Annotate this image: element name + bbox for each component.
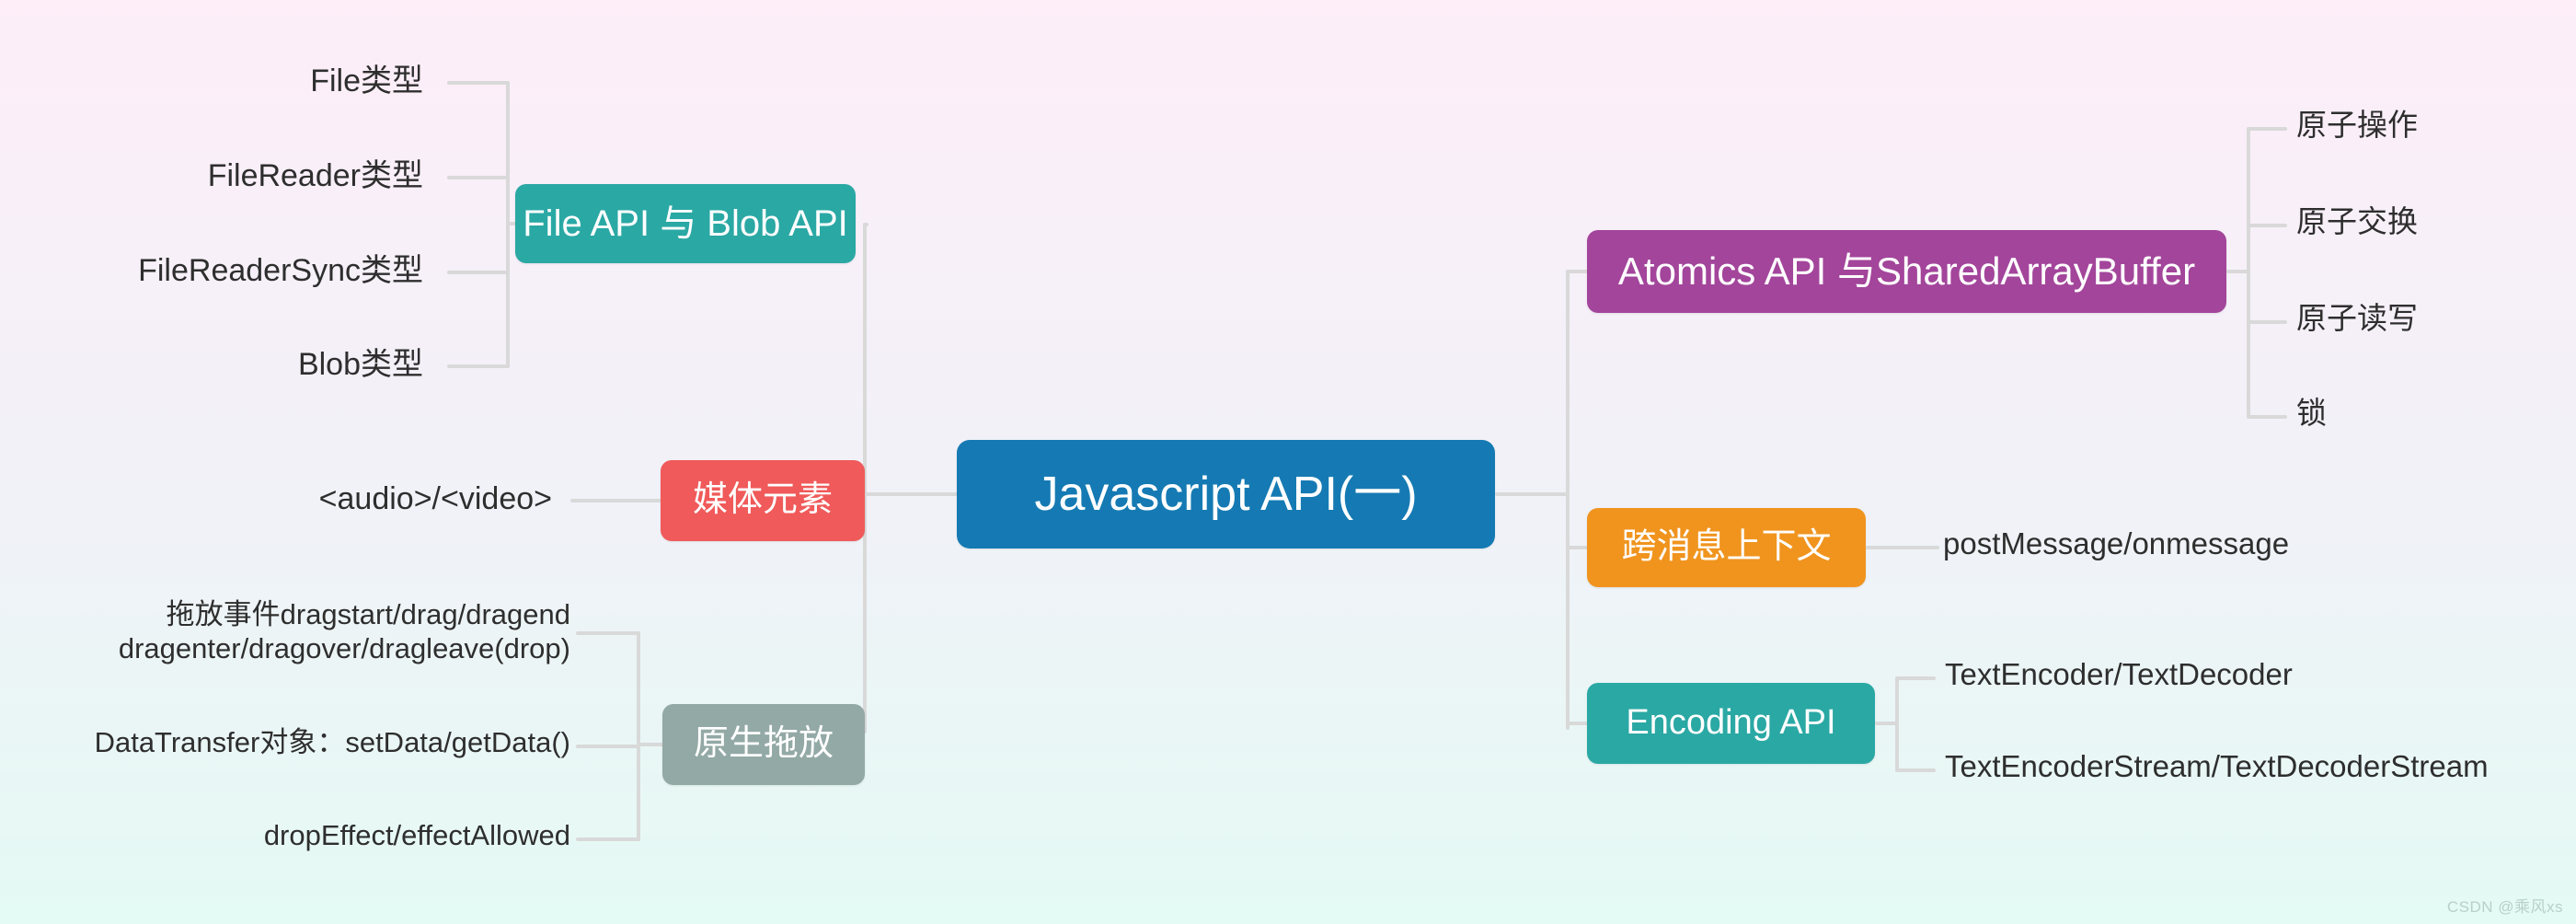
leaf-file-type[interactable]: File类型 xyxy=(310,64,423,98)
leaf-lock[interactable]: 锁 xyxy=(2296,396,2327,430)
connector-root-right-spine xyxy=(1566,270,1570,730)
connector-media-leaf xyxy=(570,499,662,502)
leaf-datatransfer[interactable]: DataTransfer对象：setData/getData() xyxy=(94,726,570,758)
connector-left-file-stub xyxy=(863,223,867,226)
connector-encoding-leaf-1 xyxy=(1895,676,1936,680)
branch-node-cross-message[interactable]: 跨消息上下文 xyxy=(1587,508,1866,587)
connector-dnd-leaf-2 xyxy=(576,745,640,748)
leaf-dropeffect[interactable]: dropEffect/effectAllowed xyxy=(263,819,570,851)
csdn-watermark: CSDN @乘风xs xyxy=(2446,898,2563,916)
connector-right-encoding-stub xyxy=(1566,722,1590,725)
connector-left-dnd-stub xyxy=(863,730,867,733)
connector-encoding-leaf-2 xyxy=(1895,768,1936,772)
branch-node-atomics[interactable]: Atomics API 与SharedArrayBuffer xyxy=(1587,230,2226,313)
connector-root-left-spine xyxy=(863,223,867,732)
connector-atomics-leaf-1 xyxy=(2247,127,2287,131)
branch-node-media[interactable]: 媒体元素 xyxy=(661,460,865,541)
branch-node-native-dnd[interactable]: 原生拖放 xyxy=(662,704,865,785)
leaf-filereader-type[interactable]: FileReader类型 xyxy=(207,158,423,193)
branch-node-file-api[interactable]: File API 与 Blob API xyxy=(515,184,856,263)
connector-atomics-leaf-3 xyxy=(2247,320,2287,324)
leaf-drag-events[interactable]: 拖放事件dragstart/drag/dragend dragenter/dra… xyxy=(118,598,570,664)
leaf-atomic-read-write[interactable]: 原子读写 xyxy=(2296,301,2418,335)
connector-root-left-stub xyxy=(865,492,959,496)
connector-right-message-stub xyxy=(1566,546,1590,549)
connector-atomics-leaf-2 xyxy=(2247,224,2287,227)
connector-left-media-stub xyxy=(863,499,867,502)
leaf-audio-video[interactable]: <audio>/<video> xyxy=(318,481,552,516)
connector-file-leaf-3 xyxy=(447,271,510,274)
branch-node-encoding[interactable]: Encoding API xyxy=(1587,683,1875,764)
connector-cross-message-leaf xyxy=(1866,546,1939,549)
leaf-textencoderstream-textdecoderstream[interactable]: TextEncoderStream/TextDecoderStream xyxy=(1945,749,2489,783)
root-node[interactable]: Javascript API(一) xyxy=(957,440,1495,549)
connector-right-atomics-stub xyxy=(1566,270,1590,273)
connector-atomics-leaf-4 xyxy=(2247,415,2287,419)
leaf-textencoder-textdecoder[interactable]: TextEncoder/TextDecoder xyxy=(1945,657,2293,691)
connector-encoding-spine xyxy=(1895,676,1899,772)
leaf-blob-type[interactable]: Blob类型 xyxy=(297,347,423,382)
connector-dnd-to-node xyxy=(637,743,666,746)
connector-root-right-stub xyxy=(1495,492,1569,496)
leaf-filereadersync-type[interactable]: FileReaderSync类型 xyxy=(138,253,423,288)
connector-file-leaf-4 xyxy=(447,364,510,368)
connector-encoding-to-spine xyxy=(1875,722,1899,725)
connector-file-leaf-2 xyxy=(447,176,510,179)
connector-file-leaf-1 xyxy=(447,81,510,85)
connector-atomics-to-spine xyxy=(2226,270,2250,273)
connector-dnd-leaf-3 xyxy=(576,837,640,841)
connector-dnd-leaf-1 xyxy=(576,631,640,635)
leaf-atomic-operation[interactable]: 原子操作 xyxy=(2296,108,2418,142)
connector-dnd-spine xyxy=(637,631,640,841)
leaf-atomic-exchange[interactable]: 原子交换 xyxy=(2296,204,2418,238)
connector-atomics-spine xyxy=(2247,127,2250,417)
leaf-postmessage[interactable]: postMessage/onmessage xyxy=(1943,526,2290,560)
